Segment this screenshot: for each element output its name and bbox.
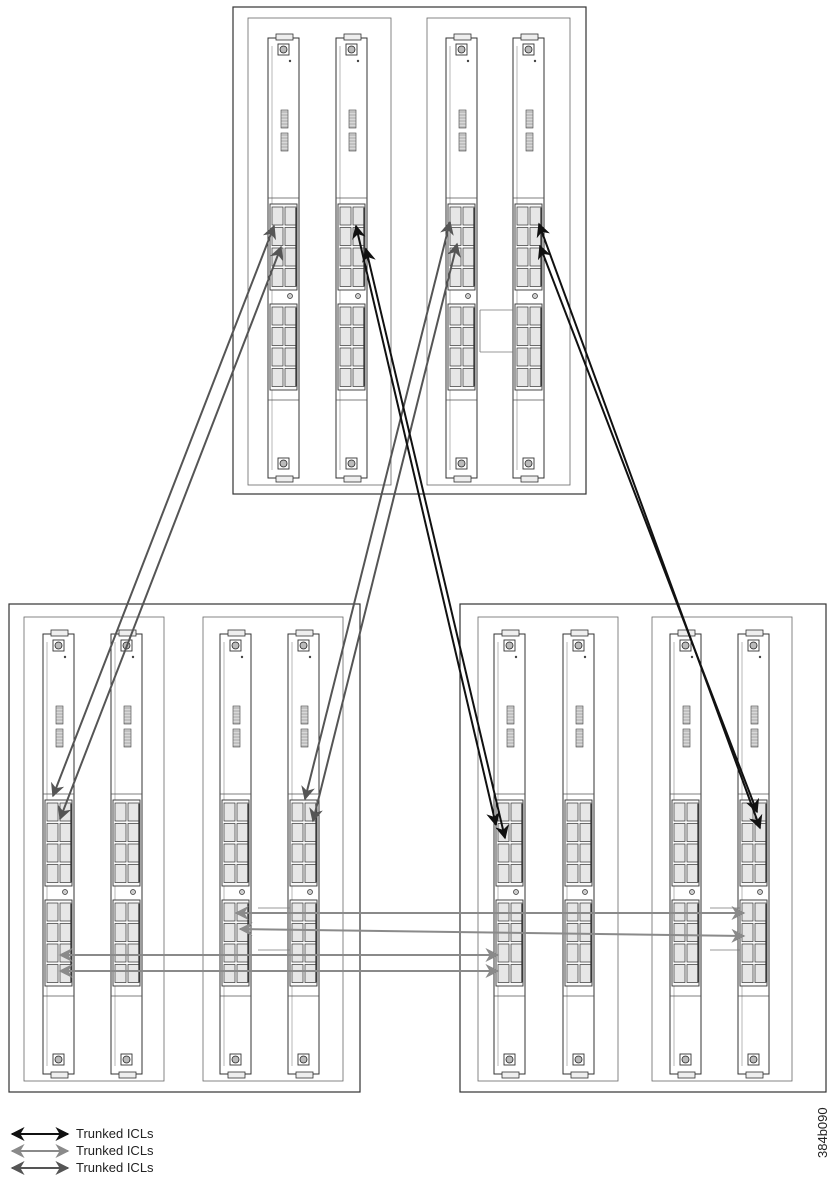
blade-1 [267, 33, 300, 483]
trunked-icl-link-6 [362, 247, 509, 840]
blade-8 [287, 629, 320, 1079]
blade-6 [110, 629, 143, 1079]
legend-label-2: Trunked ICLs [76, 1143, 154, 1158]
link-layer [51, 220, 763, 978]
blade-9 [493, 629, 526, 1079]
trunked-icl-link-10 [238, 922, 746, 943]
blade-7 [219, 629, 252, 1079]
figure-id: 384b090 [815, 1107, 830, 1158]
blade-5 [42, 629, 75, 1079]
blade-12 [737, 629, 770, 1079]
blade-11 [669, 629, 702, 1079]
trunked-icl-link-2 [58, 245, 283, 821]
blade-3 [445, 33, 478, 483]
legend: Trunked ICLs Trunked ICLs Trunked ICLs [10, 1126, 154, 1175]
blade-4 [512, 33, 545, 483]
blade-2 [335, 33, 368, 483]
blade-10 [562, 629, 595, 1079]
trunked-icl-link-8 [537, 244, 760, 814]
legend-label-3: Trunked ICLs [76, 1160, 154, 1175]
legend-label-1: Trunked ICLs [76, 1126, 154, 1141]
